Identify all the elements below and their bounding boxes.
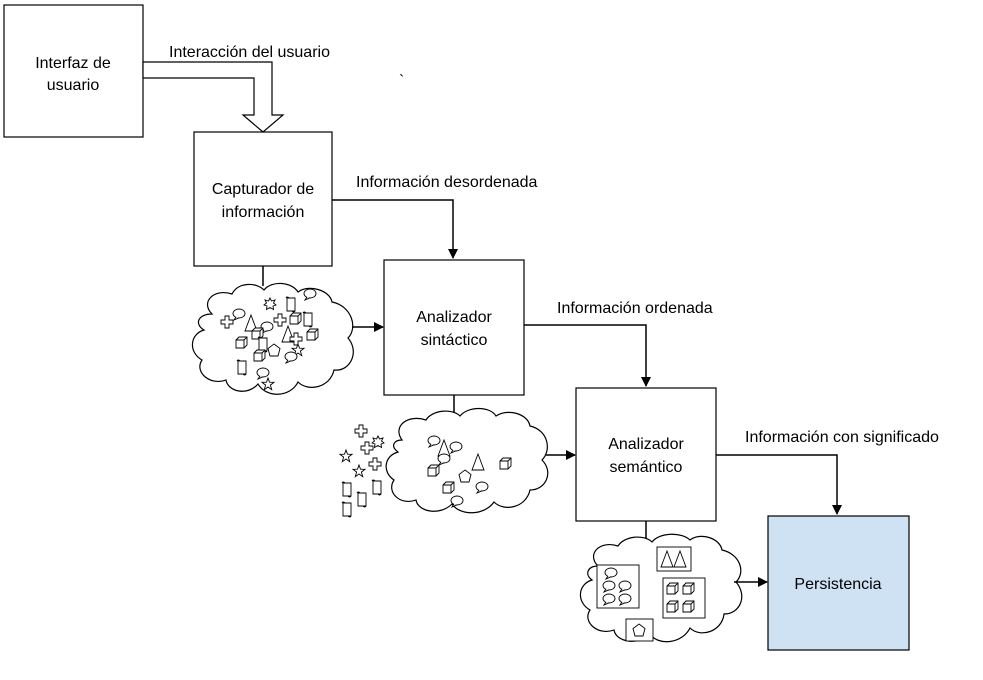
cloud-raw-information — [191, 266, 384, 395]
edge-raw-information: Información desordenada — [332, 174, 538, 259]
cube-icon — [289, 312, 302, 325]
edge-meaningful-information-label: Información con significado — [745, 429, 939, 446]
pentagon-group — [625, 618, 654, 642]
cloud-meaningful-information — [579, 521, 768, 643]
edge-raw-information-label: Información desordenada — [356, 174, 538, 191]
edge-user-interaction-label: Interacción del usuario — [169, 44, 330, 61]
cube-icon — [427, 464, 440, 477]
triangle-group — [656, 546, 692, 572]
cross-icon — [354, 424, 368, 438]
cube-icon — [251, 327, 264, 340]
ordered-symbols-outside — [339, 424, 385, 518]
scroll-icon — [236, 359, 247, 376]
node-syntax-analyzer: Analizador sintáctico — [383, 259, 525, 396]
edge-user-interaction: Interacción del usuario — [142, 44, 330, 133]
grouped-symbols — [596, 546, 706, 642]
bubble-group — [596, 564, 640, 609]
node-capturer-line1: Capturador de — [212, 181, 314, 198]
cube-icon — [442, 481, 455, 494]
edge-ordered-information: Información ordenada — [524, 300, 713, 387]
scroll-icon — [341, 481, 352, 498]
burst-icon — [371, 435, 385, 448]
node-semantic-line1: Analizador — [608, 436, 684, 453]
scroll-icon — [285, 296, 296, 313]
cube-icon — [306, 328, 319, 341]
cube-icon — [235, 336, 248, 349]
node-user-interface: Interfaz de usuario — [3, 4, 144, 138]
stray-mark: ` — [399, 73, 404, 90]
scroll-icon — [371, 479, 382, 496]
cube-icon — [666, 600, 679, 613]
node-user-interface-line1: Interfaz de — [35, 55, 111, 72]
scroll-icon — [302, 311, 313, 328]
node-capturer-line2: información — [222, 204, 305, 221]
node-syntax-line1: Analizador — [416, 309, 492, 326]
scroll-icon — [341, 501, 352, 518]
edge-meaningful-information: Información con significado — [716, 429, 939, 515]
cube-icon — [253, 349, 266, 362]
cube-icon — [682, 600, 695, 613]
node-information-capturer: Capturador de información — [193, 131, 333, 267]
cube-group — [662, 577, 706, 619]
edge-ordered-information-label: Información ordenada — [557, 300, 713, 317]
node-persistence-label: Persistencia — [794, 576, 881, 593]
cross-icon — [368, 457, 382, 471]
star-icon — [339, 449, 353, 463]
node-persistence: Persistencia — [767, 515, 910, 651]
star-icon — [352, 464, 366, 478]
cross-icon — [360, 441, 374, 455]
node-syntax-line2: sintáctico — [421, 332, 488, 349]
cube-icon — [499, 457, 512, 470]
cloud-ordered-information — [339, 395, 576, 518]
scroll-icon — [356, 491, 367, 508]
cube-icon — [666, 582, 679, 595]
node-semantic-line2: semántico — [610, 459, 683, 476]
node-semantic-analyzer: Analizador semántico — [575, 387, 717, 522]
node-user-interface-line2: usuario — [47, 77, 100, 94]
cube-icon — [682, 582, 695, 595]
